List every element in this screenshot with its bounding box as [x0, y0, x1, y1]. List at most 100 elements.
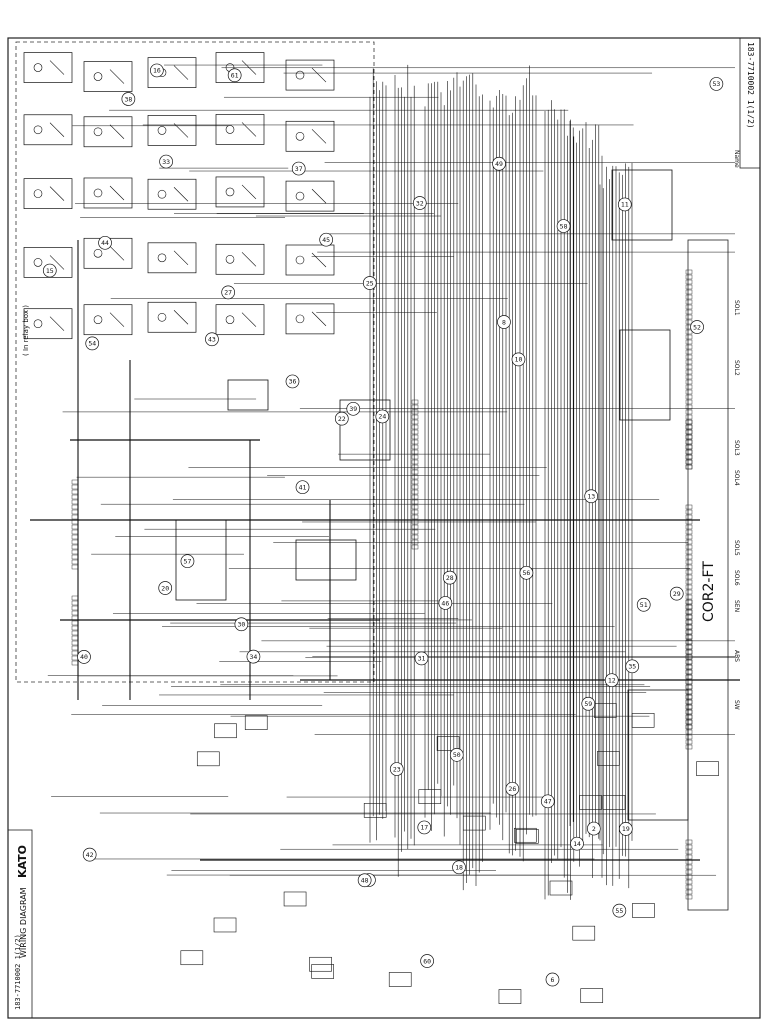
- relay-contact: [49, 122, 65, 137]
- callout-number: 22: [338, 415, 346, 423]
- connector-pin: [411, 444, 419, 450]
- relay: [285, 303, 335, 335]
- pin-group-label: ABS: [733, 650, 740, 662]
- callout-number: 59: [584, 700, 592, 708]
- connector-pin: [685, 329, 693, 335]
- relay-contact: [49, 255, 65, 270]
- connector-pin: [685, 614, 693, 620]
- callout-number: 23: [393, 765, 401, 773]
- connector-pin: [685, 514, 693, 520]
- connector-pin: [685, 719, 693, 725]
- connector-pin: [685, 369, 693, 375]
- connector-pin: [411, 474, 419, 480]
- connector-pin: [685, 649, 693, 655]
- connector-pin: [71, 655, 79, 661]
- callout-number: 19: [622, 825, 630, 833]
- connector-pin: [411, 429, 419, 435]
- relay-contact: [311, 252, 327, 268]
- connector-pin: [685, 459, 693, 465]
- callout-number: 46: [441, 599, 449, 607]
- connector-pin: [685, 589, 693, 595]
- connector-pin: [411, 509, 419, 515]
- connector-pin: [685, 889, 693, 895]
- connector-pin: [685, 509, 693, 515]
- relay-coil: [93, 315, 103, 324]
- connector-pin: [685, 364, 693, 370]
- connector-pin: [685, 404, 693, 410]
- connector-pin: [685, 539, 693, 545]
- relay: [147, 115, 197, 146]
- connector-pin: [685, 359, 693, 365]
- connector-pin: [685, 414, 693, 420]
- relay: [285, 59, 335, 91]
- connector-pin: [685, 289, 693, 295]
- callout-number: 47: [544, 798, 552, 806]
- connector-pin: [685, 559, 693, 565]
- connector-pin: [411, 414, 419, 420]
- callout-circle: [285, 374, 300, 389]
- callout-circle: [375, 409, 390, 424]
- connector-pin: [71, 559, 79, 565]
- relay: [147, 242, 197, 274]
- connector-pin: [685, 409, 693, 415]
- connector-pin: [685, 724, 693, 730]
- pin-group-label: SOL6: [733, 570, 740, 586]
- callout-circle: [519, 565, 534, 580]
- pin-group-label: SOL3: [733, 440, 740, 456]
- relay-coil: [93, 72, 103, 81]
- component: [418, 789, 442, 804]
- callout-number: 61: [231, 72, 239, 80]
- title-block-frame: [7, 829, 33, 1019]
- connector-pin: [685, 319, 693, 325]
- relay: [147, 57, 197, 88]
- callout-number: 17: [420, 824, 428, 832]
- connector-pin: [685, 274, 693, 280]
- pin-group-label: SW: [733, 700, 740, 710]
- relay-coil: [225, 187, 235, 197]
- callout-circle: [452, 860, 466, 875]
- connector-pin: [685, 709, 693, 715]
- connector-pin: [685, 389, 693, 395]
- relay-coil: [157, 126, 167, 135]
- connector-pin: [685, 349, 693, 355]
- callout-circle: [581, 696, 596, 711]
- relay-components: [23, 52, 719, 1004]
- connector-pin: [71, 504, 79, 510]
- connector-blocks: [71, 269, 693, 900]
- connector-pin: [411, 449, 419, 455]
- connector-pin: [685, 894, 693, 900]
- connector-pin: [685, 419, 693, 425]
- callout-number: 31: [418, 655, 426, 663]
- connector-pin: [685, 724, 693, 730]
- connector-pin: [411, 489, 419, 495]
- relay: [83, 61, 133, 92]
- connector-pin: [685, 639, 693, 645]
- connector-pin: [685, 574, 693, 580]
- connector-pin: [685, 639, 693, 645]
- callout-circle: [438, 596, 453, 610]
- callout-number: 15: [46, 267, 54, 275]
- relay-contact: [241, 60, 257, 75]
- callout-number: 13: [587, 493, 595, 501]
- connector-pin: [685, 269, 693, 275]
- relay-coil: [295, 131, 305, 141]
- relay-coil: [33, 125, 43, 135]
- callout-number: 20: [161, 584, 169, 592]
- callout-number: 43: [208, 336, 216, 344]
- pin-group-label: SEN: [733, 600, 740, 612]
- callout-circle: [449, 747, 464, 762]
- connector-pin: [685, 654, 693, 660]
- callout-number: 39: [349, 405, 357, 413]
- relay-coil: [295, 191, 305, 201]
- connector-pin: [411, 529, 419, 535]
- connector-pin: [411, 399, 419, 405]
- connector-pin: [685, 644, 693, 650]
- connector-pin: [685, 659, 693, 665]
- callout-number: 48: [361, 877, 369, 885]
- component: [363, 803, 387, 818]
- callout-number: 41: [299, 483, 307, 491]
- connector-pin: [685, 594, 693, 600]
- callout-circle: [586, 821, 601, 836]
- component: [498, 989, 522, 1004]
- callout-number: 33: [162, 158, 170, 166]
